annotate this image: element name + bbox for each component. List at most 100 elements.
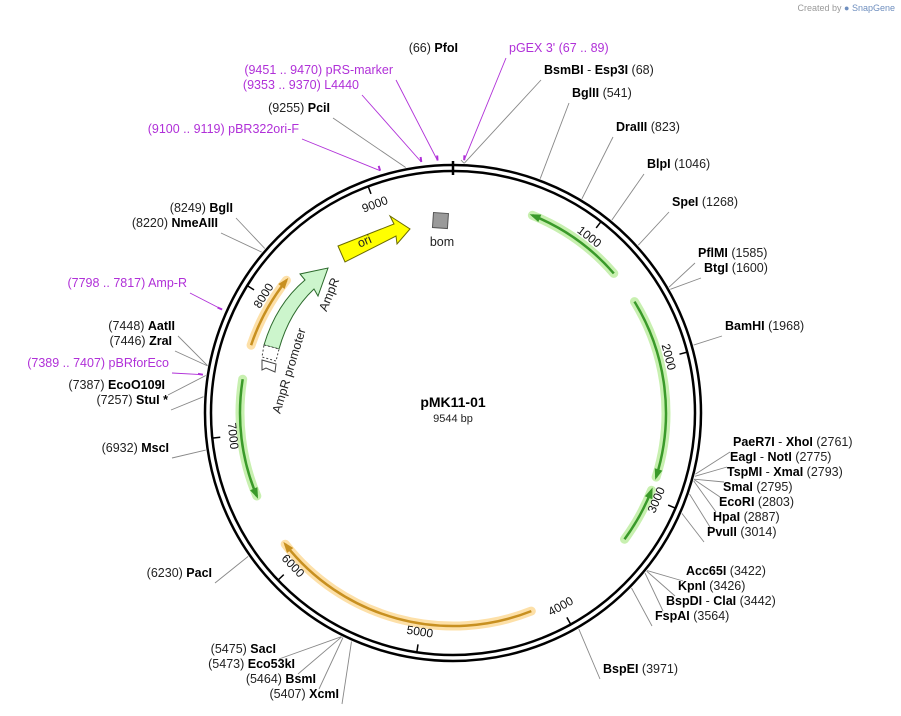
- enzyme-name: DraIII: [616, 120, 647, 134]
- enzyme-site[interactable]: BamHI (1968): [725, 319, 804, 333]
- feature-arrowhead: [283, 541, 294, 553]
- primer-site[interactable]: (9451 .. 9470) pRS-marker: [244, 63, 393, 77]
- primer-leader: [463, 57, 507, 161]
- enzyme-site[interactable]: PvuII (3014): [707, 525, 776, 539]
- enzyme-leader: [171, 449, 206, 459]
- enzyme-site[interactable]: DraIII (823): [616, 120, 680, 134]
- enzyme-site[interactable]: HpaI (2887): [713, 510, 780, 524]
- enzyme-leader: [694, 478, 725, 483]
- enzyme-leader: [539, 102, 570, 179]
- enzyme-site[interactable]: (5407) XcmI: [270, 687, 340, 701]
- primer-range: (67 .. 89): [559, 41, 609, 55]
- enzyme-name: BspDI: [666, 594, 702, 608]
- enzyme-leader: [220, 232, 262, 253]
- enzyme-site[interactable]: (5473) Eco53kI: [208, 657, 295, 671]
- enzyme-site[interactable]: (66) PfoI: [409, 41, 458, 55]
- enzyme-site[interactable]: (7448) AatII: [108, 319, 175, 333]
- feature-arc[interactable]: [633, 300, 668, 478]
- enzyme-position: (1046): [671, 157, 711, 171]
- enzyme-name: BamHI: [725, 319, 765, 333]
- enzyme-position: (823): [647, 120, 680, 134]
- enzyme-name: NotI: [768, 450, 792, 464]
- enzyme-site[interactable]: (6230) PacI: [147, 566, 212, 580]
- tick-mark: [246, 284, 255, 291]
- enzyme-position: (68): [628, 63, 654, 77]
- enzyme-position: (3971): [638, 662, 678, 676]
- enzyme-name: PfoI: [434, 41, 458, 55]
- enzyme-leader: [646, 570, 684, 582]
- enzyme-name: ZraI: [149, 334, 172, 348]
- enzyme-site[interactable]: (5475) SacI: [211, 642, 276, 656]
- enzyme-position: (3014): [737, 525, 777, 539]
- enzyme-site[interactable]: PflMI (1585): [698, 246, 767, 260]
- primer-site[interactable]: (9100 .. 9119) pBR322ori-F: [148, 122, 300, 136]
- primer-name: pBRforEco: [109, 356, 169, 370]
- primer-site[interactable]: (9353 .. 9370) L4440: [243, 78, 359, 92]
- enzyme-site[interactable]: EagI - NotI (2775): [730, 450, 831, 464]
- feature-arrowhead: [654, 468, 663, 480]
- enzyme-name: EagI: [730, 450, 756, 464]
- enzyme-site[interactable]: SpeI (1268): [672, 195, 738, 209]
- enzyme-site[interactable]: SmaI (2795): [723, 480, 793, 494]
- tick-mark: [212, 436, 221, 439]
- enzyme-leader: [578, 628, 601, 680]
- enzyme-site[interactable]: (6932) MscI: [102, 441, 169, 455]
- plasmid-length: 9544 bp: [433, 413, 473, 425]
- feature-arc[interactable]: [284, 543, 532, 628]
- enzyme-position: (1268): [698, 195, 738, 209]
- ori-feature[interactable]: ori: [337, 214, 411, 263]
- enzyme-site[interactable]: (5464) BsmI: [246, 672, 316, 686]
- primer-leader: [189, 292, 223, 310]
- enzyme-leader: [693, 335, 723, 346]
- enzyme-position: (2775): [792, 450, 832, 464]
- enzyme-site[interactable]: (8220) NmeAIII: [132, 216, 218, 230]
- enzyme-position: (66): [409, 41, 435, 55]
- feature-arc[interactable]: [238, 379, 258, 497]
- primer-name: pRS-marker: [326, 63, 393, 77]
- primer-site[interactable]: pGEX 3' (67 .. 89): [509, 41, 609, 55]
- enzyme-site[interactable]: PaeR7I - XhoI (2761): [733, 435, 853, 449]
- enzyme-leader: [689, 493, 711, 528]
- enzyme-leader: [611, 173, 645, 221]
- enzyme-leader: [463, 79, 542, 164]
- primer-site[interactable]: (7389 .. 7407) pBRforEco: [27, 356, 169, 370]
- enzyme-site[interactable]: (7446) ZraI: [109, 334, 172, 348]
- feature-arrowhead: [250, 487, 259, 499]
- bom-feature[interactable]: bom: [430, 211, 454, 249]
- enzyme-site[interactable]: BsmBI - Esp3I (68): [544, 63, 654, 77]
- primer-site[interactable]: (7798 .. 7817) Amp-R: [67, 276, 187, 290]
- enzyme-site[interactable]: BspEI (3971): [603, 662, 678, 676]
- enzyme-name: BglII: [572, 86, 599, 100]
- enzyme-site[interactable]: EcoRI (2803): [719, 495, 794, 509]
- enzyme-site[interactable]: FspAI (3564): [655, 609, 729, 623]
- enzyme-name: PvuII: [707, 525, 737, 539]
- enzyme-site[interactable]: Acc65I (3422): [686, 564, 766, 578]
- enzyme-name: Esp3I: [595, 63, 628, 77]
- enzyme-name: XcmI: [309, 687, 339, 701]
- enzyme-site[interactable]: BtgI (1600): [704, 261, 768, 275]
- enzyme-position: (6932): [102, 441, 142, 455]
- enzyme-name: BlpI: [647, 157, 671, 171]
- enzyme-site[interactable]: (7387) EcoO109I: [68, 378, 165, 392]
- primer-leader: [395, 79, 438, 161]
- primer-name: L4440: [324, 78, 359, 92]
- primer-mark: [377, 165, 382, 171]
- enzyme-site[interactable]: BlpI (1046): [647, 157, 710, 171]
- tick-mark: [679, 351, 688, 355]
- enzyme-name: EcoRI: [719, 495, 754, 509]
- enzyme-site[interactable]: KpnI (3426): [678, 579, 745, 593]
- enzyme-site[interactable]: (9255) PciI: [268, 101, 330, 115]
- enzyme-site[interactable]: TspMI - XmaI (2793): [727, 465, 843, 479]
- enzyme-name: KpnI: [678, 579, 706, 593]
- tick-label: 2000: [659, 342, 679, 372]
- enzyme-site[interactable]: (7257) StuI *: [96, 393, 168, 407]
- enzyme-position: (5464): [246, 672, 286, 686]
- enzyme-sep: -: [756, 450, 767, 464]
- tick-mark: [566, 617, 572, 625]
- primer-mark: [419, 156, 423, 163]
- enzyme-site[interactable]: (8249) BglI: [170, 201, 233, 215]
- feature-arc[interactable]: [531, 214, 615, 275]
- enzyme-site[interactable]: BspDI - ClaI (3442): [666, 594, 776, 608]
- enzyme-name: BsmBI: [544, 63, 584, 77]
- enzyme-site[interactable]: BglII (541): [572, 86, 632, 100]
